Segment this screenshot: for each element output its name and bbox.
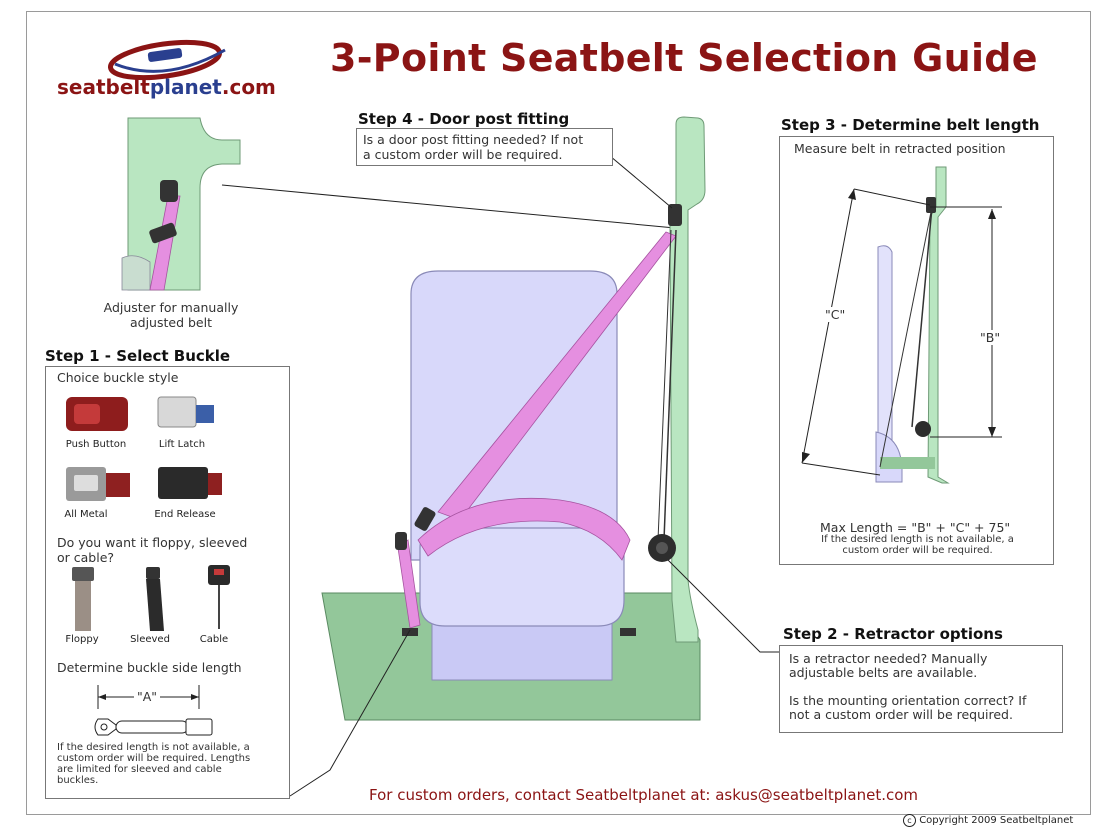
logo-text-seatbelt: seatbelt xyxy=(57,75,150,99)
caption-all-metal: All Metal xyxy=(64,509,108,520)
logo-text-com: .com xyxy=(221,75,276,99)
logo-swoosh-icon xyxy=(107,39,226,81)
floppy-buckle-icon xyxy=(72,567,94,631)
caption-sleeved: Sleeved xyxy=(130,634,170,645)
step1-note: If the desired length is not available, … xyxy=(57,742,251,786)
step3-note: If the desired length is not available, … xyxy=(821,534,1014,556)
step1-heading: Step 1 - Select Buckle xyxy=(45,347,231,365)
all-metal-buckle-icon xyxy=(66,467,130,501)
belt-length-diagram xyxy=(801,166,1002,484)
adjuster-inset xyxy=(121,117,676,291)
step4-heading: Step 4 - Door post fitting xyxy=(358,110,570,128)
label-b: "B" xyxy=(980,330,1001,345)
adjuster-caption: Adjuster for manually adjusted belt xyxy=(103,300,239,330)
lift-latch-buckle-icon xyxy=(157,396,214,428)
copyright-icon: c xyxy=(903,814,916,827)
seat-cushion xyxy=(419,527,625,627)
caption-lift-latch: Lift Latch xyxy=(158,439,206,450)
logo-text-planet: planet xyxy=(149,75,222,99)
step3-heading: Step 3 - Determine belt length xyxy=(781,116,1040,134)
caption-cable: Cable xyxy=(199,634,229,645)
label-c: "C" xyxy=(825,307,846,322)
end-release-buckle-icon xyxy=(158,467,222,499)
caption-floppy: Floppy xyxy=(65,634,99,645)
step3-box: Measure belt in retracted position "C" "… xyxy=(779,136,1054,565)
caption-end-release: End Release xyxy=(154,509,216,520)
formula: Max Length = "B" + "C" + 75" xyxy=(820,520,1011,535)
buckle-length-icon xyxy=(94,718,213,736)
door-post xyxy=(669,116,706,643)
type-question: Do you want it floppy, sleeved or cable? xyxy=(57,535,248,565)
page-title: 3-Point Seatbelt Selection Guide xyxy=(330,36,1038,80)
step2-heading: Step 2 - Retractor options xyxy=(783,625,1003,643)
copyright: c Copyright 2009 Seatbeltplanet xyxy=(903,814,1073,827)
cable-buckle-icon xyxy=(208,565,230,629)
push-button-buckle-icon xyxy=(66,397,128,431)
sleeved-buckle-icon xyxy=(146,567,164,631)
choice-label: Choice buckle style xyxy=(57,370,179,385)
caption-push-button: Push Button xyxy=(65,439,127,450)
step4-box: Is a door post fitting needed? If not a … xyxy=(356,128,613,166)
length-label: Determine buckle side length xyxy=(57,660,242,675)
step1-box: Choice buckle style xyxy=(45,366,290,799)
step3-measure: Measure belt in retracted position xyxy=(794,141,1006,156)
label-a: "A" xyxy=(134,689,161,704)
contact-line: For custom orders, contact Seatbeltplane… xyxy=(369,786,919,804)
lap-belt xyxy=(417,497,631,561)
step2-box: Is a retractor needed? Manually adjustab… xyxy=(779,645,1063,733)
buckle-illustrations xyxy=(66,396,230,736)
logo: seatbeltplanet.com xyxy=(55,30,285,110)
